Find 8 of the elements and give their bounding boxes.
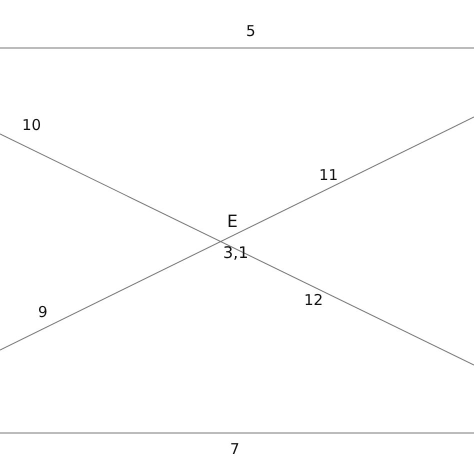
line-label: 7 — [230, 442, 240, 457]
coordinate-label: 3,1 — [223, 245, 248, 261]
line-label: 12 — [304, 293, 324, 308]
line-label: 10 — [22, 118, 42, 133]
point-label: E — [227, 214, 238, 231]
line-label: 5 — [246, 24, 256, 39]
line-label: 9 — [38, 305, 48, 320]
line-label: 11 — [319, 168, 338, 183]
